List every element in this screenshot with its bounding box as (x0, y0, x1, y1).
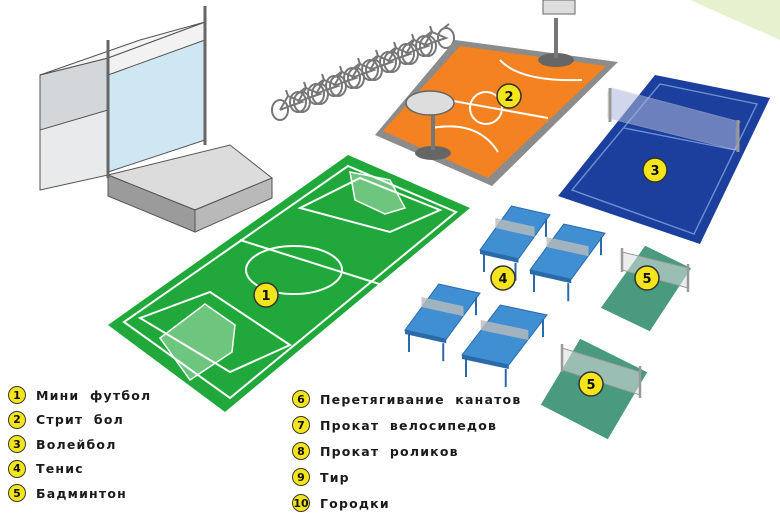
scene-badge-tennis: 4 (490, 265, 516, 291)
scene-badge-football: 1 (253, 282, 279, 308)
legend-right: 6 Перетягивание канатов 7 Прокат велосипедо… (292, 388, 552, 516)
scene-badge-number: 1 (261, 289, 270, 304)
scene-badge-streetball: 2 (496, 83, 522, 109)
legend-label: Тир (320, 469, 350, 485)
corner-decoration (690, 0, 780, 40)
scene-badge-number: 3 (650, 164, 659, 179)
legend-item: 8 Прокат роликов (292, 440, 459, 462)
football-field (108, 155, 470, 412)
legend-label: Стрит бол (36, 412, 124, 427)
legend-label: Тенис (36, 461, 84, 476)
legend-number-badge: 6 (292, 390, 310, 408)
legend-item: 7 Прокат велосипедов (292, 414, 497, 436)
streetball-court (375, 0, 618, 186)
scene-badge-badminton-bottom: 5 (578, 371, 604, 397)
scene-badge-number: 5 (642, 272, 651, 287)
legend-item: 6 Перетягивание канатов (292, 388, 521, 410)
legend-number-badge: 10 (292, 494, 310, 512)
scene-badge-number: 5 (586, 378, 595, 393)
legend-number-badge: 1 (8, 386, 26, 404)
legend-number-badge: 8 (292, 442, 310, 460)
legend-label: Городки (320, 495, 390, 511)
legend-number-badge: 5 (8, 484, 26, 502)
scene-badge-number: 2 (504, 90, 513, 105)
legend-label: Прокат роликов (320, 443, 459, 459)
legend-item: 4 Тенис (8, 458, 84, 480)
legend-number-badge: 4 (8, 459, 26, 478)
bicycles (271, 23, 455, 121)
legend-item: 1 Мини футбол (8, 384, 151, 406)
legend-label: Волейбол (36, 436, 117, 452)
stage-tribune (39, 6, 273, 233)
legend-number-badge: 3 (8, 435, 26, 453)
legend-item: 10 Городки (292, 492, 390, 514)
scene-badge-volleyball: 3 (642, 157, 668, 183)
legend-number-badge: 9 (292, 468, 310, 486)
legend-label: Прокат велосипедов (320, 417, 498, 433)
legend-label: Бадминтон (36, 485, 127, 501)
legend-left: 1 Мини футбол 2 Стрит бол 3 Волейбол 4 Тенис 5 Ба… (8, 384, 268, 514)
legend-label: Мини футбол (36, 387, 152, 403)
legend-label: Перетягивание канатов (320, 391, 522, 407)
legend-item: 3 Волейбол (8, 433, 117, 455)
legend-number-badge: 2 (8, 410, 26, 429)
scene-badge-number: 4 (498, 272, 507, 287)
legend-number-badge: 7 (292, 416, 310, 434)
legend-item: 9 Тир (292, 466, 350, 488)
legend-item: 5 Бадминтон (8, 482, 127, 504)
legend-item: 2 Стрит бол (8, 409, 124, 431)
scene-badge-badminton-top: 5 (634, 265, 660, 291)
volleyball-court (558, 75, 770, 244)
table-tennis-area (404, 205, 606, 387)
